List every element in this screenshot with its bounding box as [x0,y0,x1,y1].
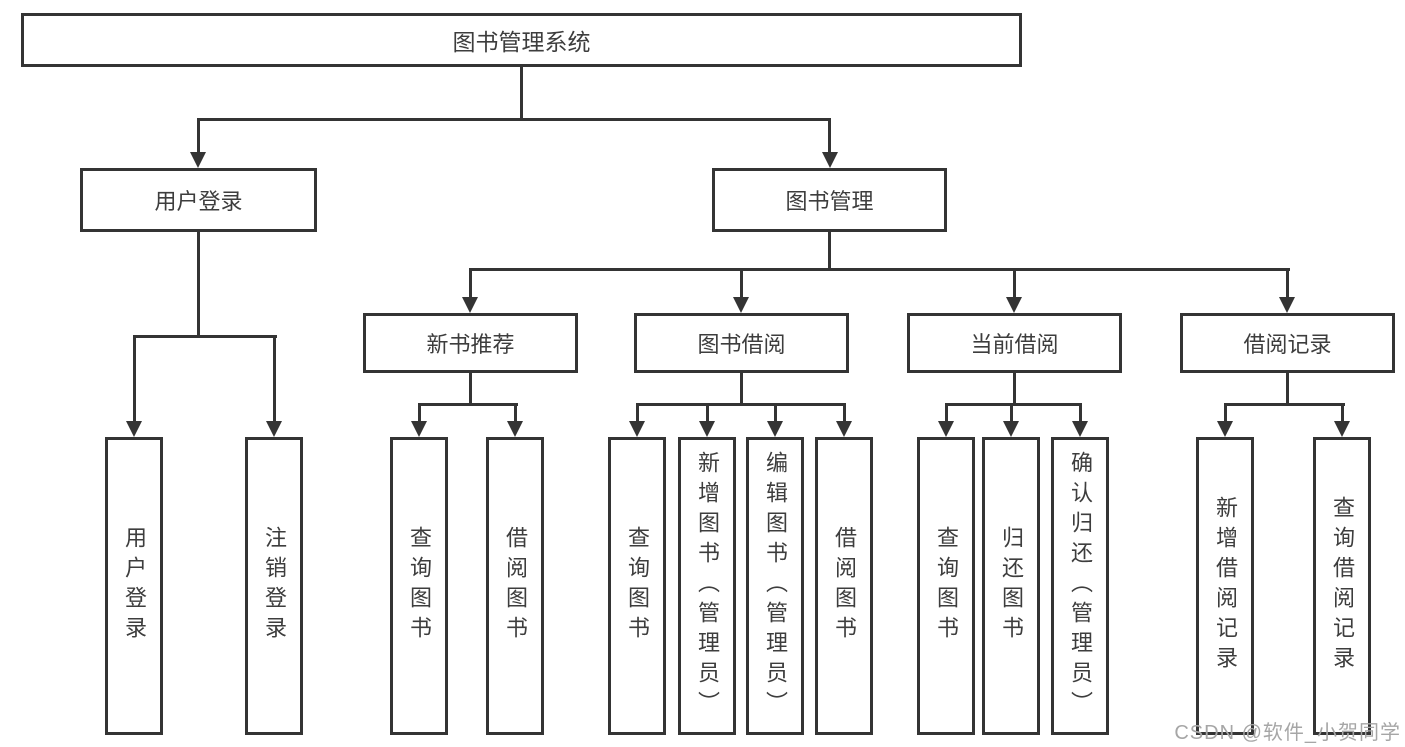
leaf-logout: 注销登录 [245,437,303,735]
node-borrowing-records: 借阅记录 [1180,313,1395,373]
arrow-down-icon [190,152,206,168]
connector-line [828,118,831,154]
leaf-label: 新增图书（管理员） [695,451,720,721]
leaf-label: 查询图书 [407,526,432,646]
csdn-watermark: CSDN @软件_小贺同学 [1174,722,1401,744]
connector-line [843,403,846,423]
leaf-query-borrow-record: 查询借阅记录 [1313,437,1371,735]
arrow-down-icon [699,421,715,437]
connector-line [418,403,518,406]
node-book-borrowing: 图书借阅 [634,313,849,373]
connector-line [469,268,1290,271]
connector-line [520,67,523,120]
connector-line [514,403,517,423]
leaf-query-books-current: 查询图书 [917,437,975,735]
connector-line [1013,373,1016,406]
connector-line [1013,268,1016,299]
arrow-down-icon [938,421,954,437]
leaf-user-login: 用户登录 [105,437,163,735]
arrow-down-icon [462,297,478,313]
leaf-borrow-books: 借阅图书 [815,437,873,735]
connector-line [133,335,277,338]
leaf-label: 查询图书 [934,526,959,646]
leaf-label: 编辑图书（管理员） [763,451,788,721]
leaf-label: 确认归还（管理员） [1068,451,1093,721]
connector-line [706,403,709,423]
connector-line [418,403,421,423]
connector-line [1224,403,1227,423]
connector-line [945,403,1082,406]
arrow-down-icon [266,421,282,437]
connector-line [945,403,948,423]
arrow-down-icon [1072,421,1088,437]
arrow-down-icon [1006,297,1022,313]
leaf-add-borrow-record: 新增借阅记录 [1196,437,1254,735]
arrow-down-icon [1217,421,1233,437]
leaf-label: 查询图书 [625,526,650,646]
node-library-management-system: 图书管理系统 [21,13,1022,67]
connector-line [1286,268,1289,299]
connector-line [197,232,200,338]
arrow-down-icon [1279,297,1295,313]
connector-line [273,335,276,421]
leaf-label: 查询借阅记录 [1330,496,1355,676]
connector-line [774,403,777,423]
connector-line [740,373,743,406]
leaf-label: 借阅图书 [503,526,528,646]
connector-line [197,118,831,121]
arrow-down-icon [836,421,852,437]
connector-line [636,403,639,423]
connector-line [1079,403,1082,423]
leaf-borrow-books-recommend: 借阅图书 [486,437,544,735]
arrow-down-icon [126,421,142,437]
connector-line [197,118,200,154]
arrow-down-icon [1003,421,1019,437]
arrow-down-icon [733,297,749,313]
node-new-book-recommendation: 新书推荐 [363,313,578,373]
leaf-label: 借阅图书 [832,526,857,646]
leaf-label: 新增借阅记录 [1213,496,1238,676]
arrow-down-icon [507,421,523,437]
connector-line [1010,403,1013,423]
leaf-label: 用户登录 [122,526,147,646]
node-book-management: 图书管理 [712,168,947,232]
node-user-login: 用户登录 [80,168,317,232]
connector-line [469,373,472,406]
leaf-query-books-recommend: 查询图书 [390,437,448,735]
arrow-down-icon [822,152,838,168]
leaf-confirm-return-admin: 确认归还（管理员） [1051,437,1109,735]
connector-line [828,232,831,271]
node-current-borrowing: 当前借阅 [907,313,1122,373]
connector-line [740,268,743,299]
arrow-down-icon [767,421,783,437]
arrow-down-icon [629,421,645,437]
leaf-edit-books-admin: 编辑图书（管理员） [746,437,804,735]
connector-line [1286,373,1289,406]
leaf-return-books: 归还图书 [982,437,1040,735]
leaf-label: 归还图书 [999,526,1024,646]
arrow-down-icon [411,421,427,437]
leaf-query-books-borrowing: 查询图书 [608,437,666,735]
connector-line [469,268,472,299]
arrow-down-icon [1334,421,1350,437]
connector-line [1341,403,1344,423]
connector-line [133,335,136,421]
connector-line [636,403,846,406]
connector-line [1224,403,1345,406]
leaf-label: 注销登录 [262,526,287,646]
leaf-add-books-admin: 新增图书（管理员） [678,437,736,735]
